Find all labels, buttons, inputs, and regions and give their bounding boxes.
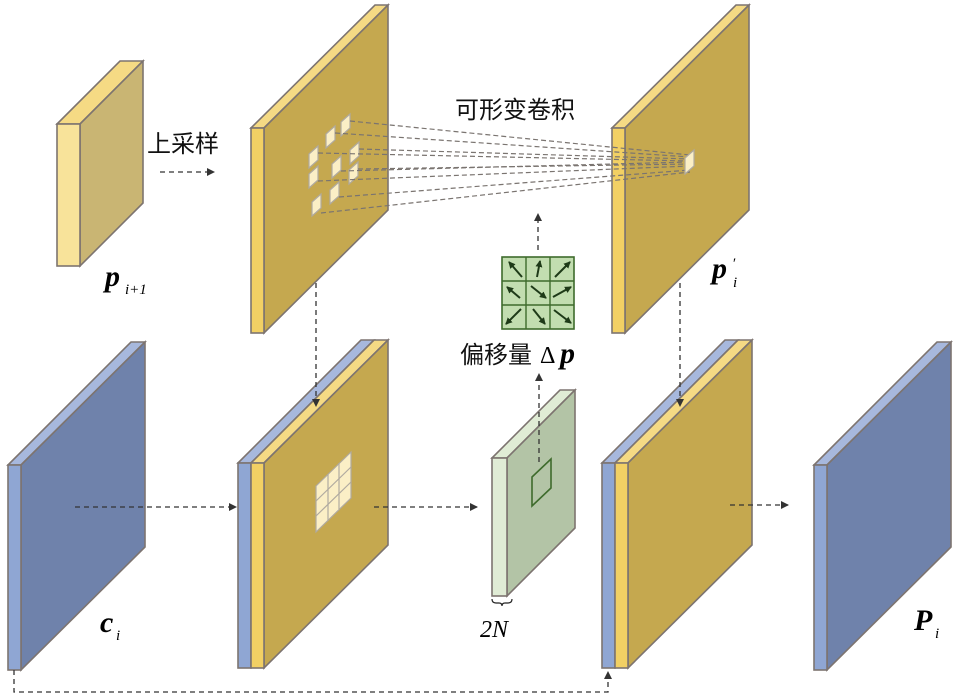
offset-arrow-icon: [532, 308, 546, 325]
tensor-fused: [600, 338, 754, 670]
fused-side-blue: [601, 462, 616, 669]
offset-tensor-side: [491, 457, 508, 597]
output-point: [684, 148, 695, 176]
tensor-P-i: [812, 340, 953, 672]
tensor-p-next: [55, 59, 145, 268]
sample-point: [308, 144, 319, 170]
offset-arrow-icon: [508, 261, 523, 278]
tensor-offset-2n: [490, 388, 577, 598]
svg-text:i: i: [935, 626, 939, 642]
deform-conv-label: 可形变卷积: [455, 96, 575, 124]
P-i-side: [813, 464, 828, 671]
residual-skip-arrow: [13, 670, 612, 693]
offset-window: [531, 457, 552, 508]
svg-text:i+1: i+1: [125, 282, 147, 298]
tensor-concat: [236, 338, 390, 670]
offset-arrow-icon: [530, 285, 547, 299]
sample-point: [349, 140, 360, 166]
label-P-i: P i: [913, 604, 939, 642]
svg-text:p: p: [709, 252, 727, 285]
svg-text:c: c: [100, 606, 113, 639]
concat-side-gold: [250, 462, 265, 669]
offset-arrow-icon: [506, 286, 521, 299]
svg-text:p: p: [557, 337, 575, 370]
concat-side-blue: [237, 462, 252, 669]
upsampled-side: [250, 127, 265, 334]
c-i-side: [7, 464, 22, 671]
offset-arrow-icon: [505, 308, 522, 325]
upsample-label: 上采样: [147, 130, 219, 158]
kernel-window: [315, 450, 352, 534]
offset-grid: [501, 256, 575, 330]
sample-point: [340, 112, 351, 138]
offset-arrow-icon: [553, 309, 572, 324]
svg-text:Δ: Δ: [540, 343, 555, 369]
label-c-i: c i: [100, 606, 120, 644]
offset-arrow-icon: [552, 286, 572, 298]
2n-brace: [491, 598, 513, 607]
label-p-prime: p ′ i: [709, 252, 737, 291]
p-next-side: [56, 123, 81, 267]
2n-label: 2N: [480, 617, 510, 643]
svg-text:i: i: [116, 628, 120, 644]
svg-text:偏移量: 偏移量: [460, 341, 532, 369]
sample-point: [331, 154, 342, 180]
sample-point: [325, 124, 336, 150]
sampling-points: [308, 112, 360, 218]
sample-point: [329, 180, 340, 206]
sample-point: [348, 160, 359, 186]
offset-label: 偏移量 Δ p: [460, 337, 575, 370]
p-prime-side: [611, 127, 626, 334]
tensor-upsampled: [249, 3, 390, 335]
sample-point: [308, 164, 319, 190]
deform-conv-lines: [317, 120, 691, 214]
fused-side-gold: [614, 462, 629, 669]
svg-text:P: P: [913, 604, 933, 637]
tensor-c-i: [6, 340, 147, 672]
svg-text:′: ′: [732, 256, 736, 272]
label-p-next: p i+1: [102, 260, 147, 298]
sample-point: [311, 192, 322, 218]
offset-arrow-icon: [535, 260, 543, 278]
svg-text:i: i: [733, 275, 737, 291]
offset-arrow-icon: [554, 261, 571, 278]
svg-text:p: p: [102, 260, 120, 293]
